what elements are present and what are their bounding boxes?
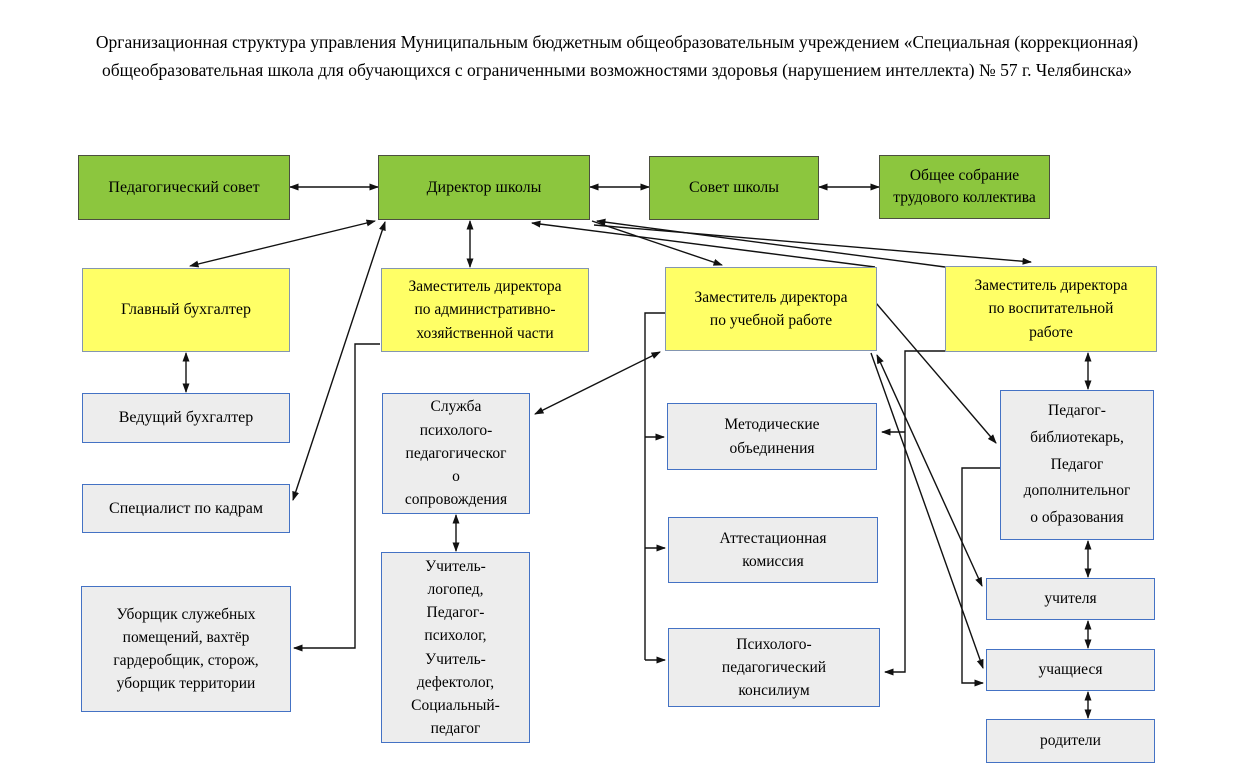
node-roditeli: родители xyxy=(986,719,1155,763)
connector-zam_ucheb--uchitelya xyxy=(876,354,983,587)
connector-director--spec_kadr xyxy=(292,221,386,501)
connector-director--glavbuh xyxy=(189,219,376,268)
node-uborshik: Уборщик служебных помещений, вахтёр гард… xyxy=(81,586,291,712)
node-sluzhba: Служба психолого- педагогическог о сопро… xyxy=(382,393,530,514)
connector-director--zam_vospit xyxy=(593,224,1032,265)
connector-zam_ucheb--uchashiesya xyxy=(870,352,984,669)
node-uchitelya: учителя xyxy=(986,578,1155,620)
node-zam_ucheb: Заместитель директора по учебной работе xyxy=(665,267,877,351)
connector-director--zam_ucheb xyxy=(591,220,723,266)
page-title: Организационная структура управления Мун… xyxy=(95,32,1139,81)
node-uchashiesya: учащиеся xyxy=(986,649,1155,691)
node-sovet: Совет школы xyxy=(649,156,819,220)
node-attestac: Аттестационная комиссия xyxy=(668,517,878,583)
node-vedbuh: Ведущий бухгалтер xyxy=(82,393,290,443)
node-glavbuh: Главный бухгалтер xyxy=(82,268,290,352)
connector-zam_vospit--director xyxy=(596,218,946,268)
node-zam_ahch: Заместитель директора по административно… xyxy=(381,268,589,352)
node-bibliotekar: Педагог- библиотекарь, Педагог дополните… xyxy=(1000,390,1154,540)
connector-zam_ucheb-spine xyxy=(644,312,665,660)
node-uchitel_logoped: Учитель- логопед, Педагог- психолог, Учи… xyxy=(381,552,530,743)
connector-zam_ucheb--director xyxy=(531,220,876,268)
node-konsilium: Психолого- педагогический консилиум xyxy=(668,628,880,707)
node-pedsovet: Педагогический совет xyxy=(78,155,290,220)
node-zam_vospit: Заместитель директора по воспитательной … xyxy=(945,266,1157,352)
node-sobranie: Общее собрание трудового коллектива xyxy=(879,155,1050,219)
node-metodich: Методические объединения xyxy=(667,403,877,470)
node-director: Директор школы xyxy=(378,155,590,220)
node-spec_kadr: Специалист по кадрам xyxy=(82,484,290,533)
connector-zam_ahch--uborshik xyxy=(293,343,380,652)
connector-zam_ucheb--sluzhba xyxy=(534,351,661,415)
connector-zam_vospit--konsilium xyxy=(884,350,945,676)
